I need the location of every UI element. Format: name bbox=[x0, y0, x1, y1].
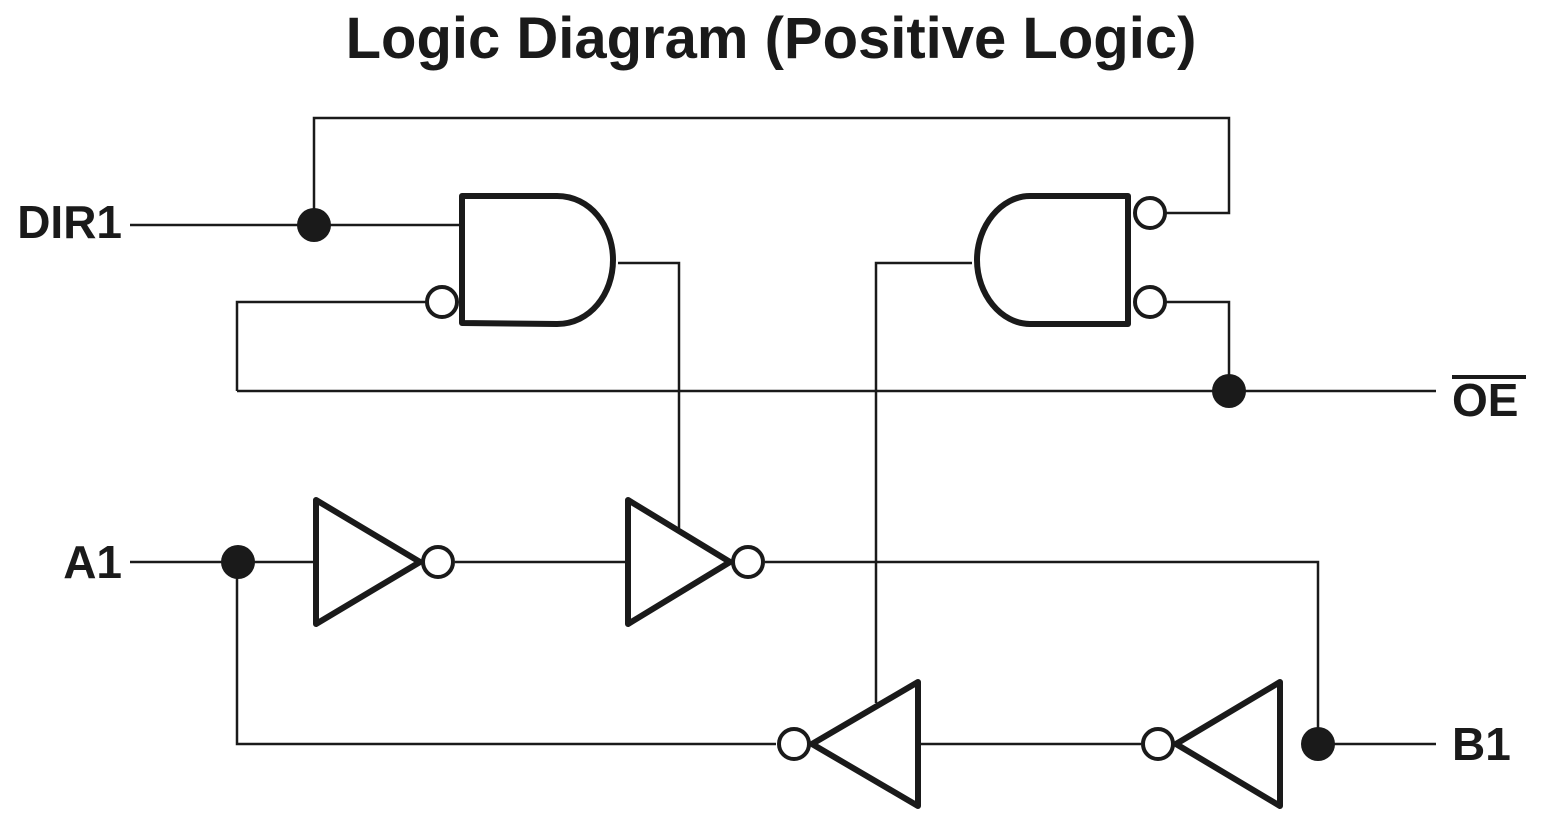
junction-dot-b1 bbox=[1301, 727, 1335, 761]
pin-label-a1: A1 bbox=[63, 536, 122, 588]
wire-inv2-to-b1 bbox=[765, 560, 1320, 744]
inverter-buffer-b-second-triangle bbox=[809, 679, 921, 809]
pin-label-b1: B1 bbox=[1452, 718, 1511, 770]
inverter-buffer-b-second-output-bubble bbox=[777, 727, 811, 761]
and-gate-right-inverting-input-bubble-top bbox=[1133, 196, 1167, 230]
inverter-buffer-a-first bbox=[313, 497, 455, 627]
wire-oe-to-left-and bbox=[235, 300, 427, 391]
wire-oe-to-right-and bbox=[1166, 300, 1231, 391]
inverter-buffer-b-second bbox=[777, 679, 921, 809]
junction-dot-a1 bbox=[221, 545, 255, 579]
inverter-buffer-a-second bbox=[625, 497, 765, 627]
wire-dir1-top-loop bbox=[312, 116, 1231, 225]
wire-right-and-output bbox=[874, 261, 972, 703]
and-gate-left-body bbox=[459, 193, 616, 327]
pin-label-oe: OE bbox=[1452, 374, 1518, 426]
diagram-title: Logic Diagram (Positive Logic) bbox=[346, 6, 1197, 71]
inverter-buffer-a-second-triangle bbox=[625, 497, 733, 627]
and-gate-right-inverting-input-bubble-bottom bbox=[1133, 285, 1167, 319]
and-gate-left bbox=[425, 193, 616, 327]
wire-left-and-output bbox=[618, 261, 681, 528]
inverter-buffer-a-first-output-bubble bbox=[421, 545, 455, 579]
junction-dot-dir1 bbox=[297, 208, 331, 242]
inverter-buffer-b-first-output-bubble bbox=[1141, 727, 1175, 761]
junction-dot-oe bbox=[1212, 374, 1246, 408]
inverter-buffer-a-first-triangle bbox=[313, 497, 423, 627]
wire-inv3-to-a1 bbox=[235, 562, 776, 746]
wires bbox=[130, 116, 1436, 746]
pin-label-dir1: DIR1 bbox=[17, 196, 122, 248]
inverter-buffer-a-second-output-bubble bbox=[731, 545, 765, 579]
inverter-buffer-b-first bbox=[1141, 679, 1283, 809]
and-gate-right bbox=[974, 193, 1167, 327]
inverter-buffer-b-first-triangle bbox=[1173, 679, 1283, 809]
and-gate-left-inverting-input-bubble bbox=[425, 285, 459, 319]
and-gate-right-body bbox=[974, 193, 1131, 327]
